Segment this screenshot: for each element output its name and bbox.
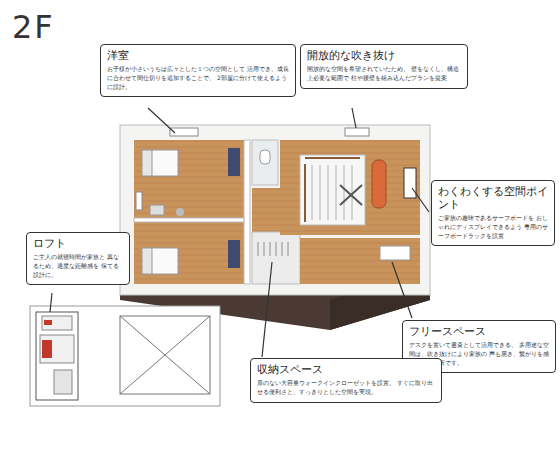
- loft-callout: ロフトご主人の就寝時間が家族と 異なるため、適度な距離感を 保てる設計に。: [26, 232, 130, 285]
- callout-body: お子様が小さいうちは広々とした１つの空間として 活用でき、成長に合わせて間仕切り…: [107, 65, 289, 91]
- callout-heading: ロフト: [33, 237, 123, 250]
- callout-heading: 収納スペース: [257, 363, 435, 376]
- point-callout: わくわくする空間ポイントご家族の趣味であるサーフボードを おしゃれにディスプレイ…: [431, 180, 555, 246]
- void-callout: 開放的な吹き抜け開放的な空間を希望されていたため、 壁をなくし、構造上必要な範囲…: [300, 44, 468, 89]
- callout-heading: 洋室: [107, 49, 289, 62]
- callout-body: ご家族の趣味であるサーフボードを おしゃれにディスプレイできるよう 専用のサーフ…: [438, 214, 548, 240]
- callout-heading: 開放的な吹き抜け: [307, 49, 461, 62]
- callout-body: 開放的な空間を希望されていたため、 壁をなくし、構造上必要な範囲で 柱や腰壁を組…: [307, 65, 461, 82]
- page-title: 2F: [12, 8, 55, 46]
- storage-callout: 収納スペース扉のない大容量ウォークインクローゼットを設置。 すぐに取り出せる便利…: [250, 358, 442, 403]
- callout-heading: わくわくする空間ポイント: [438, 185, 548, 211]
- callout-body: 扉のない大容量ウォークインクローゼットを設置。 すぐに取り出せる便利さと、すっき…: [257, 379, 435, 396]
- callout-heading: フリースペース: [409, 325, 549, 338]
- callout-body: ご主人の就寝時間が家族と 異なるため、適度な距離感を 保てる設計に。: [33, 253, 123, 279]
- room-callout: 洋室お子様が小さいうちは広々とした１つの空間として 活用でき、成長に合わせて間仕…: [100, 44, 296, 97]
